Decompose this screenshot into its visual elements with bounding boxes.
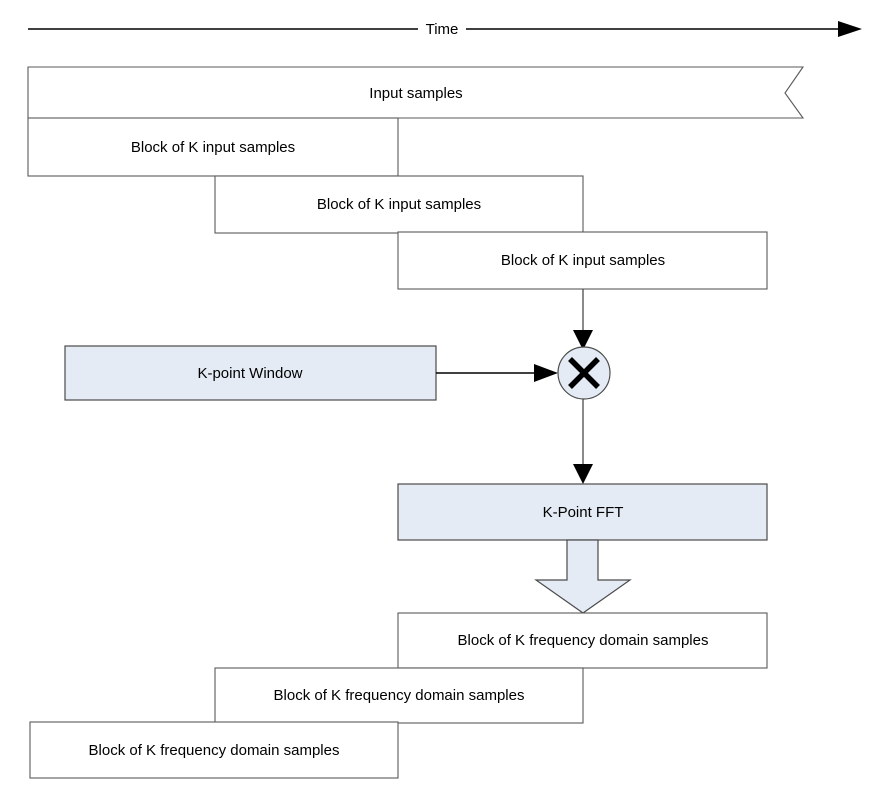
time-axis-label: Time xyxy=(426,21,459,38)
input-block-2: Block of K input samples xyxy=(214,175,584,234)
k-point-fft-node[interactable]: K-Point FFT xyxy=(397,483,768,541)
output-block-3-label: Block of K frequency domain samples xyxy=(89,742,340,759)
time-axis-arrowhead-icon xyxy=(838,21,862,37)
time-axis: Time xyxy=(28,21,862,38)
output-block-1-label: Block of K frequency domain samples xyxy=(458,632,709,649)
fft-output-block-arrow xyxy=(534,539,632,614)
output-block-2: Block of K frequency domain samples xyxy=(214,667,584,724)
input-block-1-label: Block of K input samples xyxy=(131,139,295,156)
input-block-3: Block of K input samples xyxy=(397,231,768,290)
k-point-window-label: K-point Window xyxy=(197,365,302,382)
arrow-window-to-multiplier xyxy=(436,364,558,382)
multiplier-node[interactable] xyxy=(557,346,611,400)
input-samples-shape xyxy=(27,66,805,119)
arrow-block-to-multiplier xyxy=(573,289,593,350)
fft-output-block-arrow-shape xyxy=(534,539,632,614)
output-block-1-rect xyxy=(397,612,768,669)
input-block-2-label: Block of K input samples xyxy=(317,196,481,213)
output-block-3-rect xyxy=(29,721,399,779)
multiply-icon-stroke-2 xyxy=(568,357,600,389)
arrow-multiplier-to-fft-head-icon xyxy=(573,464,593,484)
k-point-fft-rect[interactable] xyxy=(397,483,768,541)
arrow-window-to-multiplier-head-icon xyxy=(534,364,558,382)
output-block-2-label: Block of K frequency domain samples xyxy=(274,687,525,704)
output-block-1: Block of K frequency domain samples xyxy=(397,612,768,669)
input-block-2-rect xyxy=(214,175,584,234)
input-samples-stream: Input samples xyxy=(27,66,805,119)
arrow-multiplier-to-fft xyxy=(573,399,593,484)
arrow-block-to-multiplier-head-icon xyxy=(573,330,593,350)
input-block-1-rect xyxy=(27,117,399,177)
input-block-3-label: Block of K input samples xyxy=(501,252,665,269)
k-point-window-rect[interactable] xyxy=(64,345,437,401)
input-block-1: Block of K input samples xyxy=(27,117,399,177)
input-samples-label: Input samples xyxy=(369,85,462,102)
k-point-window-node[interactable]: K-point Window xyxy=(64,345,437,401)
k-point-fft-label: K-Point FFT xyxy=(543,504,624,521)
output-block-2-rect xyxy=(214,667,584,724)
output-block-3: Block of K frequency domain samples xyxy=(29,721,399,779)
